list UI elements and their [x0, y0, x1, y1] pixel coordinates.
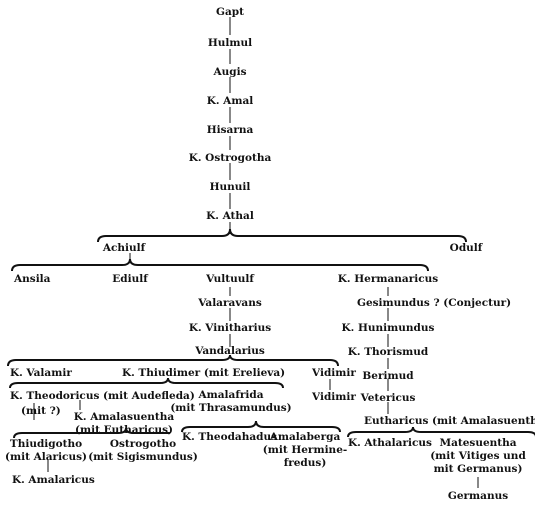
person-hunuil: Hunuil: [209, 181, 251, 193]
person-hunimundus: K. Hunimundus: [341, 322, 435, 334]
person-ostrogotho: Ostrogotho: [109, 438, 177, 450]
person-amalaberga: Amalaberga: [269, 431, 341, 443]
person-odulf: Odulf: [449, 242, 483, 254]
person-athal: K. Athal: [206, 210, 254, 222]
amalaberga-spouse-1: (mit Hermine-: [262, 444, 348, 456]
person-berimud: Berimud: [362, 370, 414, 382]
person-achiulf: Achiulf: [102, 242, 146, 254]
amalaberga-spouse-2: fredus): [283, 457, 327, 469]
person-amalasuentha: K. Amalasuentha: [73, 411, 175, 423]
person-hulmul: Hulmul: [207, 37, 253, 49]
person-vetericus: Vetericus: [360, 392, 416, 404]
person-vultuulf: Vultuulf: [206, 273, 254, 285]
matesuentha-spouse-2: mit Germanus): [433, 463, 523, 475]
amalasuentha-spouse: (mit Eutharicus): [75, 424, 173, 436]
person-ediulf: Ediulf: [112, 273, 148, 285]
person-vidimir: Vidimir: [312, 367, 356, 379]
person-thiudigotho: Thiudigotho: [9, 438, 83, 450]
person-ostrogotha: K. Ostrogotha: [188, 152, 272, 164]
person-amal: K. Amal: [206, 95, 254, 107]
person-hermanaricus: K. Hermanaricus: [337, 273, 439, 285]
person-valaravans: Valaravans: [198, 297, 262, 309]
person-matesuentha: Matesuentha: [439, 437, 517, 449]
person-germanus: Germanus: [447, 490, 509, 502]
matesuentha-spouse-1: (mit Vitiges und: [430, 450, 526, 462]
person-gesimundus: Gesimundus ? (Conjectur): [357, 297, 512, 309]
person-thorismud: K. Thorismud: [347, 346, 429, 358]
theodoricus-spouse-unknown: (mit ?): [21, 405, 61, 417]
person-hisarna: Hisarna: [206, 124, 254, 136]
ostrogotho-spouse: (mit Sigismundus): [88, 451, 198, 463]
person-athalaricus: K. Athalaricus: [348, 437, 432, 449]
person-vandalarius: Vandalarius: [195, 345, 265, 357]
person-theodoricus: K. Theodoricus (mit Audefleda): [10, 390, 195, 402]
person-valamir: K. Valamir: [10, 367, 72, 379]
amalafrida-spouse: (mit Thrasamundus): [170, 402, 292, 414]
person-amalaricus: K. Amalaricus: [12, 474, 95, 486]
person-vidimir-son: Vidimir: [312, 391, 356, 403]
person-augis: Augis: [213, 66, 247, 78]
person-theodahadus: K. Theodahadus: [182, 431, 278, 443]
person-gapt: Gapt: [216, 6, 244, 18]
person-vinitharius: K. Vinitharius: [188, 322, 272, 334]
person-amalafrida: Amalafrida: [198, 389, 264, 401]
person-eutharicus: Eutharicus (mit Amalasuentha): [364, 415, 535, 427]
thiudigotho-spouse: (mit Alaricus): [5, 451, 87, 463]
person-thiudimer: K. Thiudimer (mit Erelieva): [122, 367, 286, 379]
person-ansila: Ansila: [14, 273, 51, 285]
